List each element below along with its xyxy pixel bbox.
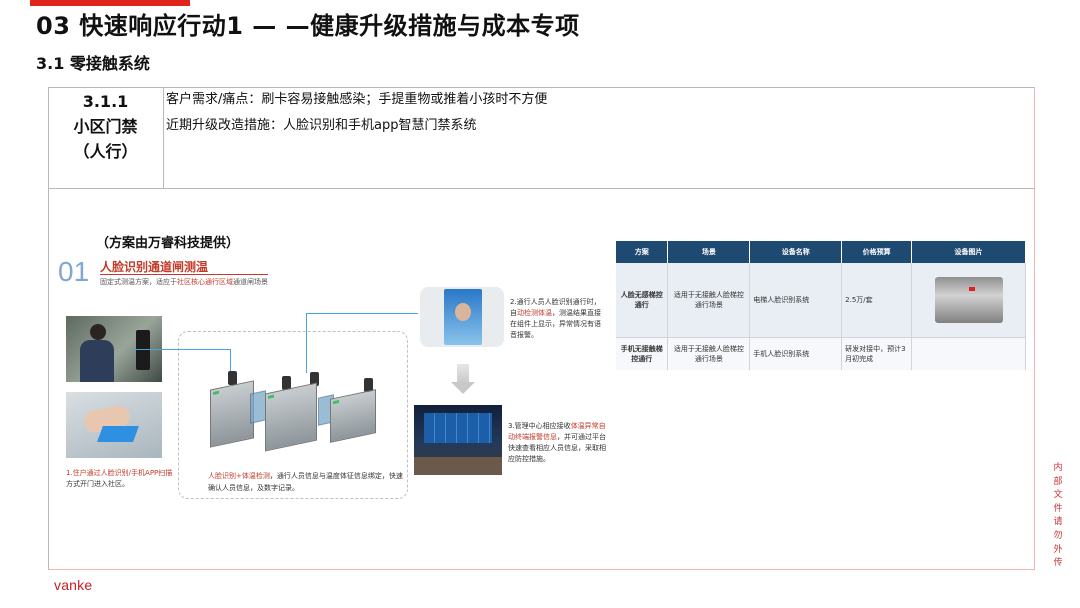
- gate-step-text: 人脸识别+体温检测，通行人员信息与温度体征信息绑定，快速确认人员信息，及数字记录…: [208, 470, 404, 494]
- page-title: 03 快速响应行动1 — —健康升级措施与成本专项: [36, 12, 580, 40]
- table-row: 人脸无感梯控通行 适用于无接触人脸梯控通行场景 电梯人脸识别系统 2.5万/套: [616, 263, 1026, 337]
- step-1-text: 1.住户通过人脸识别/手机APP扫描方式开门进入社区。: [66, 468, 176, 490]
- phone-scan-photo: [66, 392, 162, 458]
- step-3-rest: ，并可通过平台快速查看相应人员信息，采取相应防控措施。: [508, 433, 606, 463]
- desc-suffix: 通道闸场景: [233, 278, 268, 286]
- solution-table: 方案 场景 设备名称 价格预算 设备图片 人脸无感梯控通行 适用于无接触人脸梯控…: [616, 241, 1026, 370]
- step-3-text: 3.管理中心相应接收体温异常自动终端报警信息，并可通过平台快速查看相应人员信息，…: [508, 421, 608, 465]
- step-3-highlight: 体温异常自动终端报警信息: [508, 422, 606, 441]
- video-wall: [424, 413, 492, 443]
- table-header-row: 方案 场景 设备名称 价格预算 设备图片: [616, 241, 1026, 263]
- gate-illustration-box: [178, 331, 408, 499]
- temperature-screen-image: [420, 287, 504, 347]
- cell-device: 电梯人脸识别系统: [749, 263, 843, 337]
- gate-glass-panel: [250, 390, 266, 424]
- down-arrow-icon: [451, 364, 475, 394]
- connector-line: [306, 313, 418, 314]
- confidential-note: 内部文件 请勿外传: [1053, 463, 1063, 569]
- solution-title-underline: [100, 274, 268, 275]
- step-1-highlight: 1.住户通过人脸识别/手机APP扫描: [66, 469, 173, 477]
- item-name: 小区门禁: [73, 117, 138, 136]
- cell-image: [911, 336, 1026, 370]
- cell-price: 研发对接中，预计3月初完成: [841, 336, 913, 370]
- header-device: 设备名称: [749, 241, 843, 263]
- console-desk: [414, 457, 502, 475]
- gate-step-rest: ，通行人员信息与温度体征信息绑定，快速确认人员信息，及数字记录。: [208, 472, 403, 492]
- item-label-cell: 3.1.1 小区门禁 （人行）: [48, 87, 164, 189]
- customer-need: 客户需求/痛点：刷卡容易接触感染；手提重物或推着小孩时不方便: [166, 92, 548, 107]
- cell-scene: 适用于无接触人脸梯控通行场景: [667, 263, 751, 337]
- cell-plan: 人脸无感梯控通行: [616, 263, 669, 337]
- scan-pad: [97, 426, 139, 442]
- cell-scene: 适用于无接触人脸梯控通行场景: [667, 336, 751, 370]
- gate-lamp: [213, 390, 219, 396]
- cell-device: 手机人脸识别系统: [749, 336, 843, 370]
- item-code: 3.1.1: [82, 92, 129, 111]
- content-frame: [48, 87, 1035, 570]
- step-2-highlight: 动检测体温: [517, 309, 552, 317]
- desc-highlight: 社区核心通行区域: [177, 278, 233, 286]
- header-price: 价格预算: [841, 241, 913, 263]
- solution-title: 人脸识别通道闸测温: [100, 260, 209, 274]
- cell-price: 2.5万/套: [841, 263, 913, 337]
- gate-lamp: [268, 394, 274, 399]
- header-plan: 方案: [616, 241, 669, 263]
- upgrade-measure: 近期升级改造措施：人脸识别和手机app智慧门禁系统: [166, 118, 477, 133]
- device-indicator: [968, 286, 975, 291]
- face-terminal: [228, 371, 237, 385]
- person-body: [80, 340, 114, 382]
- step-2-rest: ，测温结果直接在组件上显示，异常情况有语音报警。: [510, 309, 601, 339]
- face-terminal: [310, 372, 319, 386]
- header-scene: 场景: [667, 241, 751, 263]
- person-head: [90, 324, 106, 340]
- gate-step-highlight: 人脸识别+体温检测: [208, 472, 270, 480]
- section-title: 3.1 零接触系统: [36, 54, 150, 73]
- provider-note: （方案由万睿科技提供）: [96, 236, 240, 251]
- connector-line: [132, 349, 230, 350]
- gate-lamp: [333, 399, 339, 405]
- item-description-cell: 客户需求/痛点：刷卡容易接触感染；手提重物或推着小孩时不方便 近期升级改造措施：…: [164, 87, 1035, 189]
- recognition-terminal: [136, 330, 150, 370]
- elevator-device-photo: [934, 276, 1003, 323]
- step-2-prefix: 2.通行人员人脸识别通行时，自: [510, 298, 601, 317]
- header-image: 设备图片: [911, 241, 1026, 263]
- connector-line: [230, 349, 231, 371]
- gate-cabinet: [210, 380, 254, 448]
- face-terminal: [282, 376, 291, 390]
- item-mode: （人行）: [73, 142, 138, 161]
- top-accent-bar: [30, 0, 190, 6]
- cell-plan: 手机无接触梯控通行: [616, 336, 669, 370]
- control-center-photo: [414, 405, 502, 475]
- gate-cabinet: [265, 382, 317, 452]
- step-1-rest: 方式开门进入社区。: [66, 480, 129, 488]
- face-on-screen: [455, 303, 471, 321]
- vanke-logo: vanke: [54, 577, 93, 593]
- connector-line: [306, 313, 307, 373]
- desc-prefix: 固定式测温方案，适应于: [100, 278, 177, 286]
- solution-number: 01: [58, 256, 90, 287]
- step-3-prefix: 3.管理中心相应接收: [508, 422, 571, 430]
- cell-image: [911, 263, 1026, 337]
- step-2-text: 2.通行人员人脸识别通行时，自动检测体温，测温结果直接在组件上显示，异常情况有语…: [510, 297, 606, 341]
- solution-description: 固定式测温方案，适应于社区核心通行区域通道闸场景: [100, 277, 268, 287]
- table-row: 手机无接触梯控通行 适用于无接触人脸梯控通行场景 手机人脸识别系统 研发对接中，…: [616, 336, 1026, 370]
- face-terminal: [364, 378, 373, 392]
